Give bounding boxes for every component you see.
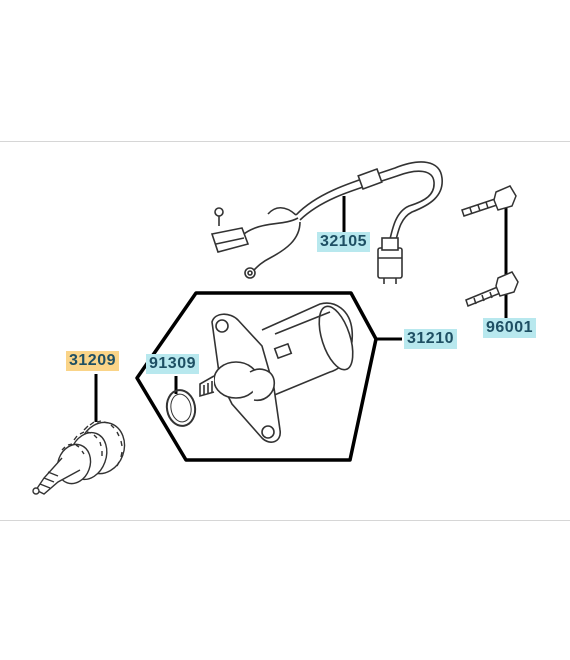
part-label-31209[interactable]: 31209 <box>66 351 119 371</box>
leader-lines <box>94 196 508 422</box>
starter-clutch-drawing <box>32 420 126 495</box>
diagram-frame <box>0 141 570 521</box>
part-label-32105[interactable]: 32105 <box>317 232 370 252</box>
wire-harness-drawing <box>210 161 443 284</box>
part-label-91309[interactable]: 91309 <box>146 354 199 374</box>
part-label-31210[interactable]: 31210 <box>404 329 457 349</box>
motor-bracket <box>135 291 378 462</box>
starter-motor-drawing <box>199 302 354 443</box>
bolts-drawing <box>461 185 519 307</box>
part-label-96001[interactable]: 96001 <box>483 318 536 338</box>
o-ring-drawing <box>165 389 197 427</box>
